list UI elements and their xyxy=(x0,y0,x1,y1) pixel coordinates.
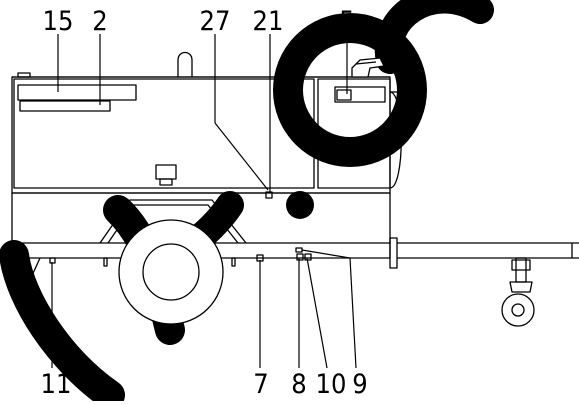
exhaust-cap xyxy=(351,57,385,78)
jockey-wheel xyxy=(501,293,535,327)
callout-21: 21 xyxy=(253,6,284,37)
leader-10 xyxy=(306,257,328,369)
part-8 xyxy=(296,253,304,261)
leader-9 xyxy=(301,249,351,259)
callout-10: 10 xyxy=(316,369,347,400)
callout-9: 9 xyxy=(352,369,367,400)
callout-5: 5 xyxy=(339,6,354,37)
wheel-rim xyxy=(142,243,200,301)
mudguard xyxy=(99,199,247,244)
callout-27: 27 xyxy=(200,6,231,37)
callout-2: 2 xyxy=(92,6,107,37)
label-plate-15 xyxy=(17,84,137,101)
callout-7: 7 xyxy=(253,369,268,400)
door-panel xyxy=(13,78,315,189)
wheel-tyre xyxy=(118,219,224,325)
callout-11: 11 xyxy=(41,369,72,400)
fastener-21 xyxy=(265,191,273,199)
right-panel xyxy=(317,78,391,189)
door-lock xyxy=(155,164,177,180)
label-plate-2 xyxy=(19,100,111,112)
drawbar-flange xyxy=(389,237,398,269)
callout-8: 8 xyxy=(291,369,306,400)
machine-drawing xyxy=(6,51,579,327)
part-9 xyxy=(295,247,303,253)
lifting-eye xyxy=(177,51,193,77)
callout-labels: 15 2 27 21 5 11 7 8 10 9 xyxy=(41,6,368,400)
part-10 xyxy=(304,253,312,261)
callout-15: 15 xyxy=(43,6,74,37)
left-foot xyxy=(6,257,41,281)
leader-lines xyxy=(51,34,357,369)
label-plate-5 xyxy=(334,86,386,103)
watermark-logo xyxy=(0,0,494,405)
